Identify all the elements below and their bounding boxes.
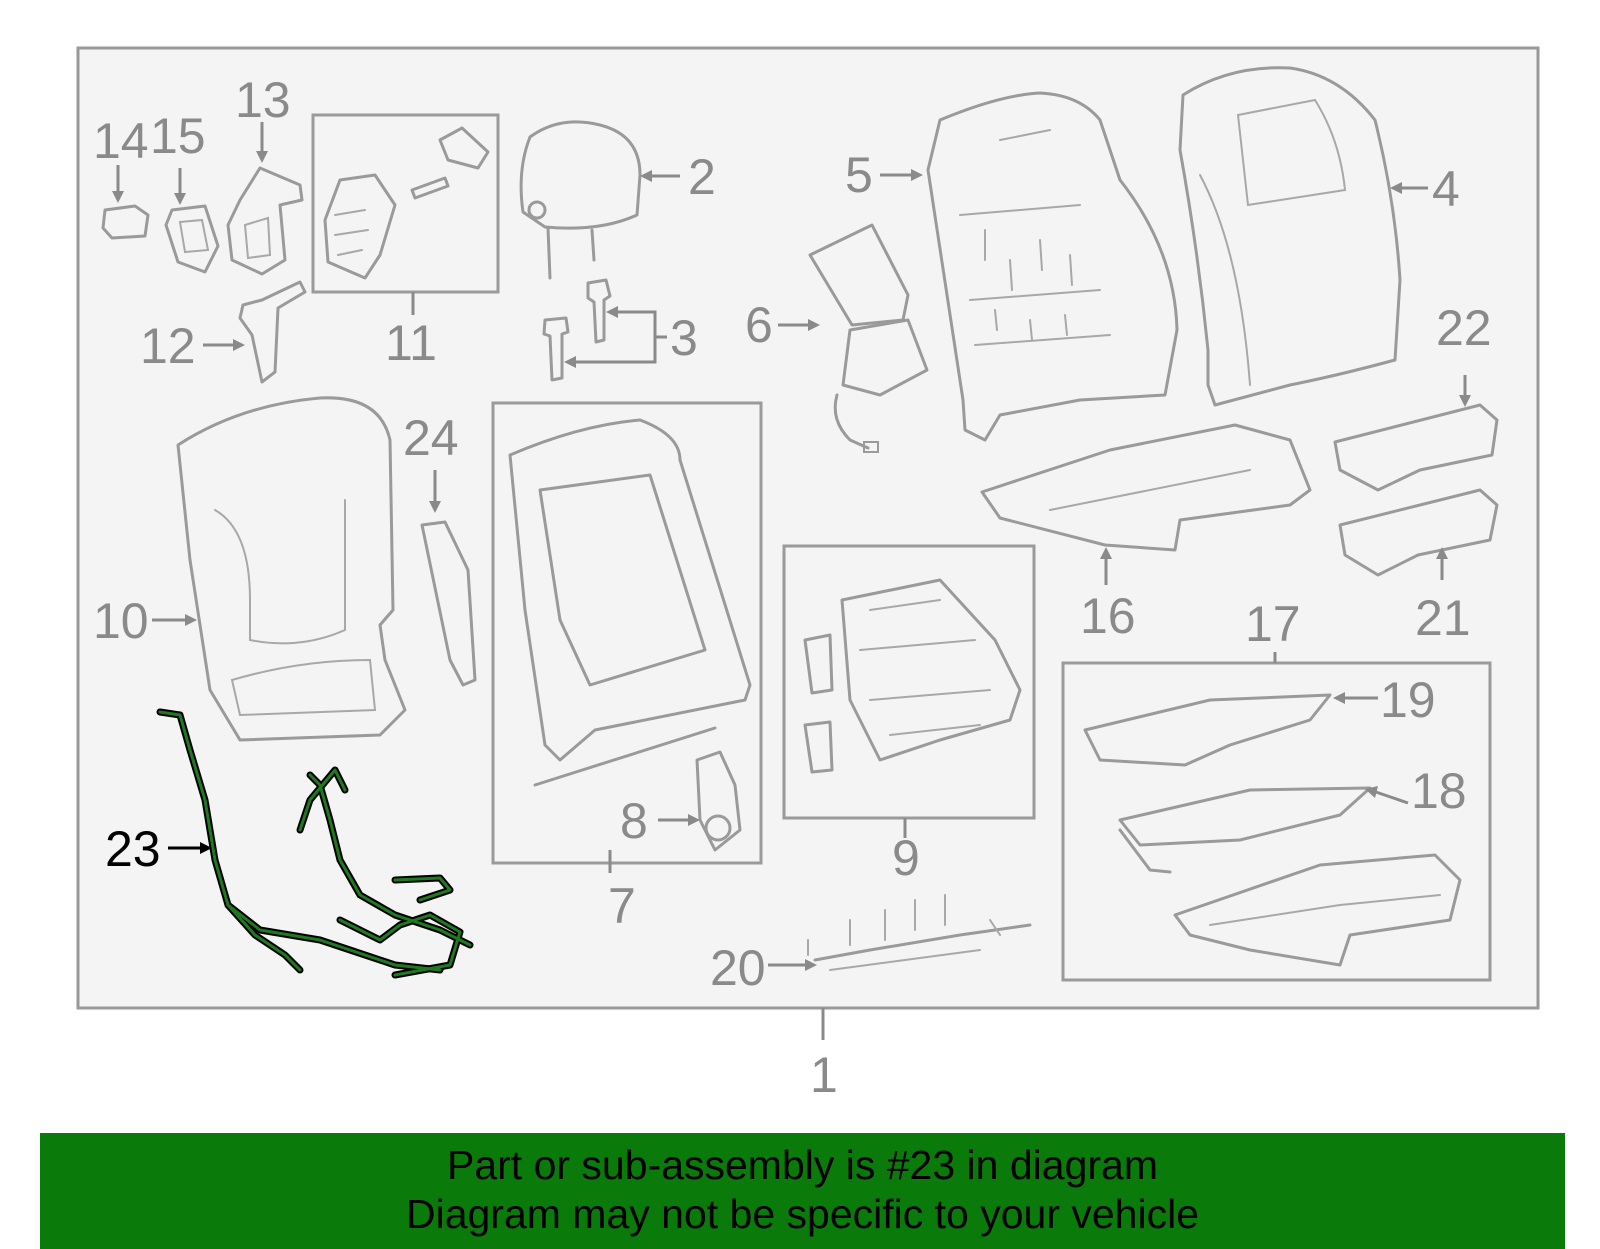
- part-21-cover: [1338, 488, 1499, 577]
- part-15-bezel: [164, 204, 220, 274]
- callout-5: 5: [845, 147, 873, 203]
- callout-3: 3: [670, 310, 698, 366]
- part-7-back-frame: [508, 418, 752, 787]
- callout-24: 24: [403, 410, 459, 466]
- callout-12: 12: [140, 318, 196, 374]
- part-20-heater: [807, 894, 1032, 971]
- part-5-back-pad: [926, 91, 1179, 442]
- part-2-headrest: [519, 120, 642, 280]
- callout-17: 17: [1245, 596, 1301, 652]
- callout-23: 23: [105, 821, 161, 877]
- info-banner: Part or sub-assembly is #23 in diagram D…: [40, 1133, 1565, 1249]
- part-19-pad: [1083, 693, 1332, 767]
- callout-14: 14: [93, 113, 149, 169]
- callout-11: 11: [385, 315, 437, 371]
- part-23-wiring-harness: [156, 708, 474, 979]
- callout-16: 16: [1080, 588, 1136, 644]
- callout-4: 4: [1432, 161, 1460, 217]
- part-22-cover: [1333, 403, 1499, 492]
- callout-2: 2: [688, 149, 716, 205]
- banner-line-1: Part or sub-assembly is #23 in diagram: [447, 1142, 1158, 1188]
- callout-13: 13: [235, 72, 291, 128]
- part-17-cushion: [1173, 853, 1462, 967]
- part-13-trim: [226, 166, 304, 276]
- part-11-hinge-kit: [323, 126, 490, 280]
- part-24-trim-strip: [420, 520, 477, 687]
- callout-8: 8: [620, 793, 648, 849]
- part-4-back-cover: [1178, 66, 1402, 407]
- callout-1: 1: [810, 1047, 838, 1103]
- callout-6: 6: [745, 297, 773, 353]
- callout-arrows: [112, 122, 1471, 971]
- callout-21: 21: [1415, 590, 1471, 646]
- callout-7: 7: [608, 878, 636, 934]
- part-3-guides: [542, 278, 612, 382]
- part-18-heater-mat: [1118, 786, 1372, 874]
- callout-23-arrowhead: [200, 842, 212, 854]
- callout-15: 15: [150, 108, 206, 164]
- callout-19: 19: [1380, 672, 1436, 728]
- part-10-back-panel: [176, 396, 407, 742]
- callout-18: 18: [1411, 763, 1467, 819]
- part-16-cushion-cover: [980, 423, 1312, 552]
- part-12-bracket: [238, 280, 307, 384]
- callout-9: 9: [892, 830, 920, 886]
- part-14-clip: [101, 204, 150, 240]
- callout-10: 10: [93, 593, 149, 649]
- part-9-adjuster: [803, 578, 1022, 774]
- callout-22: 22: [1436, 300, 1492, 356]
- callout-20: 20: [710, 940, 766, 996]
- banner-line-2: Diagram may not be specific to your vehi…: [405, 1191, 1199, 1237]
- part-6-lumbar: [808, 223, 929, 453]
